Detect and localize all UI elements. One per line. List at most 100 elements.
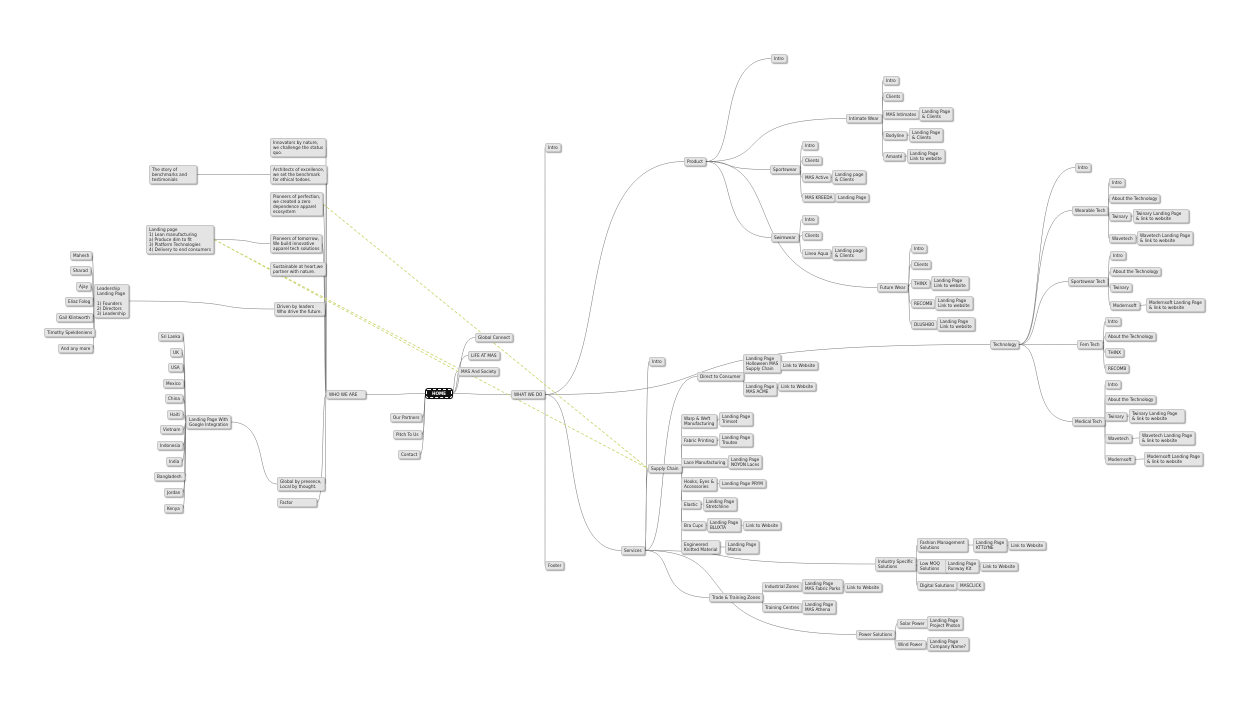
- node-wt-tlp[interactable]: Twinary Landing Page & link to website: [1133, 209, 1189, 223]
- node-footer-w[interactable]: Footer: [545, 561, 565, 570]
- node-is-dig[interactable]: Digital Solutions: [917, 581, 958, 590]
- node-sc-bl[interactable]: Link to Website: [743, 521, 782, 530]
- node-intro-w[interactable]: Intro: [545, 143, 561, 152]
- node-c1[interactable]: Sri Lanka: [158, 332, 184, 341]
- node-sw-intro[interactable]: Intro: [802, 141, 818, 150]
- node-w-arch[interactable]: Architects of excellence, we set the ben…: [270, 165, 328, 184]
- node-st-mlp[interactable]: Modernsoft Landing Page & link to websit…: [1146, 298, 1205, 312]
- node-c9[interactable]: India: [166, 457, 183, 466]
- node-sw-act[interactable]: MAS Active: [802, 173, 832, 182]
- node-iw-blp[interactable]: Landing Page & Clients: [909, 128, 944, 142]
- node-sc-eng[interactable]: Engineered Knitted Material: [681, 540, 721, 554]
- node-trade[interactable]: Trade & Training Zones: [709, 593, 764, 602]
- node-p4[interactable]: Eliaz Folog: [65, 297, 94, 306]
- node-fw-cli[interactable]: Clients: [911, 260, 932, 269]
- node-c3[interactable]: USA: [168, 363, 183, 372]
- node-who[interactable]: WHO WE ARE: [326, 390, 366, 399]
- node-dtc-lp1[interactable]: Landing Page Holloween MAS Supply Chain: [743, 354, 782, 373]
- node-c5[interactable]: China: [165, 394, 183, 403]
- node-ind[interactable]: Industry Specific Solutions: [875, 557, 916, 571]
- node-femt[interactable]: Fem Tech: [1077, 340, 1103, 349]
- node-med[interactable]: Medical Tech: [1072, 417, 1105, 426]
- node-st-intro[interactable]: Intro: [1110, 251, 1126, 260]
- node-iw-alp[interactable]: Landing Page Link to website: [907, 149, 945, 163]
- node-sptech[interactable]: Sportswear Tech: [1068, 277, 1109, 286]
- node-fw-thinx[interactable]: THINX: [911, 279, 930, 288]
- node-wt-twin[interactable]: Twinary: [1109, 212, 1131, 221]
- node-tz-tr[interactable]: Training Centres: [762, 603, 803, 612]
- node-sw-kre[interactable]: MAS KREEDA: [802, 193, 836, 202]
- node-p6[interactable]: Timothy Spekdeniens: [44, 328, 96, 337]
- node-sw-cli[interactable]: Clients: [802, 156, 823, 165]
- node-ft-rec[interactable]: RECOMB: [1105, 364, 1130, 373]
- node-p7[interactable]: And any more: [58, 344, 94, 353]
- node-sm-llp[interactable]: Landing page & Clients: [832, 246, 867, 260]
- node-sm-intro[interactable]: Intro: [802, 215, 818, 224]
- node-power[interactable]: Power Solutions: [856, 630, 896, 639]
- node-sc-lace[interactable]: Lace Manufacturing: [681, 458, 729, 467]
- node-p5[interactable]: Gail Klintworth: [56, 313, 93, 322]
- node-intim[interactable]: Intimate Wear: [846, 114, 882, 123]
- node-ps-sol[interactable]: Solar Power: [897, 619, 928, 628]
- node-tech[interactable]: Technology: [990, 340, 1020, 349]
- node-tz-ilp[interactable]: Landing Page MAS Fabric Parks: [802, 579, 844, 593]
- node-t-intro[interactable]: Intro: [1075, 163, 1091, 172]
- node-w-tom[interactable]: Pioneers of tomorrow, We build innovativ…: [270, 234, 323, 253]
- node-tz-tlp[interactable]: Landing Page MAS Athena: [802, 600, 837, 614]
- node-dtc[interactable]: Direct to Consumer: [697, 372, 744, 381]
- node-mt-twin[interactable]: Twinary: [1105, 412, 1127, 421]
- node-fw-rlp[interactable]: Landing Page Link to website: [935, 296, 973, 310]
- node-w-glob[interactable]: Global by presence, Local by thought.: [277, 477, 325, 491]
- node-p2[interactable]: Sharad: [70, 266, 91, 275]
- node-wt-wlp[interactable]: Wavetech Landing Page & link to website: [1137, 231, 1194, 245]
- node-st-mod[interactable]: Modernsoft: [1110, 301, 1140, 310]
- node-sc-englp[interactable]: Landing Page Matrix: [725, 540, 760, 554]
- node-w-inn[interactable]: Innovators by nature, we challenge the s…: [270, 138, 327, 157]
- node-c2[interactable]: UK: [170, 348, 182, 357]
- node-c7[interactable]: Vietnam: [160, 425, 184, 434]
- node-mt-tlp[interactable]: Twinary Landing Page & link to website: [1129, 409, 1185, 423]
- node-is-dlp[interactable]: MASCLICK: [957, 581, 985, 590]
- node-wt-wave[interactable]: Wavetech: [1109, 234, 1136, 243]
- node-sc-blp[interactable]: Landing Page BLUXTA: [707, 518, 742, 532]
- node-swim[interactable]: Swimwear: [771, 233, 799, 242]
- node-w-lead[interactable]: Leadership Landing Page 1) Founders 2) D…: [94, 284, 129, 318]
- node-sw-alp[interactable]: Landing page & Clients: [832, 170, 867, 184]
- node-sw-klp[interactable]: Landing Page: [835, 193, 870, 202]
- node-tz-il[interactable]: Link to Website: [844, 583, 883, 592]
- node-wear[interactable]: Wearable Tech: [1072, 206, 1109, 215]
- node-fw-tlp[interactable]: Landing Page Link to website: [931, 276, 969, 290]
- node-sm-cli[interactable]: Clients: [802, 231, 823, 240]
- node-w-pion[interactable]: Pioneers of perfection, we created a zer…: [270, 192, 324, 216]
- node-is-ml[interactable]: Link to Website: [980, 562, 1019, 571]
- node-intro-p[interactable]: Intro: [771, 54, 787, 63]
- node-iw-bod[interactable]: Bodyline: [883, 131, 908, 140]
- node-is-moq[interactable]: Low MOQ Solutions: [917, 559, 947, 573]
- node-sc-llp[interactable]: Landing Page NOYON Laces: [728, 455, 763, 469]
- node-st-about[interactable]: About the Technology: [1110, 267, 1162, 276]
- node-sm-lin[interactable]: Linea Aqua: [802, 249, 832, 258]
- node-pitch[interactable]: Pitch To Us: [393, 430, 422, 439]
- node-mt-wlp[interactable]: Wavetech Landing Page & link to website: [1139, 431, 1196, 445]
- node-sc-flp[interactable]: Landing Page Troutex: [719, 433, 754, 447]
- node-iw-mas[interactable]: MAS Intimates: [883, 110, 920, 119]
- node-is-mlp[interactable]: Landing Page Runway Kit: [945, 559, 980, 573]
- node-home[interactable]: HOME: [425, 388, 453, 399]
- node-sc-bra[interactable]: Bra Cups: [681, 521, 706, 530]
- node-sc-hlp[interactable]: Landing Page PRYM: [719, 479, 766, 488]
- node-is-fash[interactable]: Fashion Management Solutions: [917, 538, 968, 552]
- node-mt-mlp[interactable]: Modernsoft Landing Page & link to websit…: [1144, 452, 1203, 466]
- node-dtc-l1[interactable]: Link to Website: [780, 361, 819, 370]
- node-sc-fab[interactable]: Fabric Printing: [681, 436, 717, 445]
- node-mt-intro[interactable]: Intro: [1105, 380, 1121, 389]
- node-life[interactable]: LIFE AT MAS: [468, 351, 500, 360]
- node-sc-warp[interactable]: Warp & Weft Manufacturing: [681, 414, 718, 428]
- node-w-lpmap[interactable]: Landing Page With Google Integration: [186, 415, 232, 429]
- node-gc[interactable]: Global Connect: [475, 333, 514, 342]
- node-c8[interactable]: Indonesia: [157, 441, 184, 450]
- node-p1[interactable]: Mahesh: [70, 251, 93, 260]
- node-p3[interactable]: Ajay: [76, 282, 92, 291]
- node-w-story[interactable]: The story of benchmarks and testimonials: [149, 165, 197, 184]
- node-contact[interactable]: Contact: [398, 450, 421, 459]
- node-is-flp[interactable]: Landing Page KTTLYNE: [973, 538, 1008, 552]
